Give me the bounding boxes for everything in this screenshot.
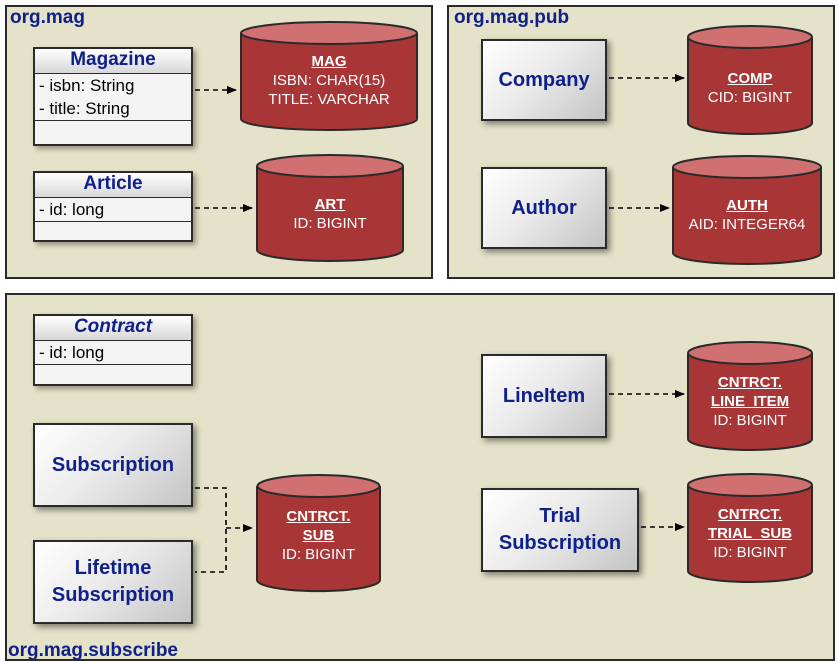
cylinder-shape [687,25,813,135]
cylinder-text: COMP CID: BIGINT [686,69,814,107]
attribute-id: - id: long [39,200,105,219]
class-attributes-magazine: - isbn: String - title: String [35,74,191,121]
package-label-org-mag: org.mag [10,7,85,28]
cylinder-text: CNTRCT. LINE_ITEM ID: BIGINT [686,373,814,430]
table-art: ART ID: BIGINT [255,153,405,263]
entity-label-lineitem: LineItem [502,384,586,407]
table-name: CNTRCT. [717,374,783,391]
table-name: CNTRCT. [286,508,351,525]
class-operations-contract [35,365,191,384]
entity-author: Author [481,167,607,249]
table-column: ID: BIGINT [293,215,367,232]
entity-label-line: Lifetime [74,557,152,579]
table-column: AID: INTEGER64 [688,216,806,233]
attribute-isbn: - isbn: String [39,76,135,95]
table-name: CNTRCT. [717,506,783,523]
class-contract: Contract - id: long [33,314,193,386]
entity-label-company: Company [498,68,590,91]
table-cntrct-trial-sub: CNTRCT. TRIAL_SUB ID: BIGINT [686,472,814,584]
class-name-contract: Contract [35,316,191,341]
attribute-id: - id: long [39,343,105,362]
package-label-org-mag-subscribe: org.mag.subscribe [8,640,178,661]
table-name: LINE_ITEM [710,393,790,410]
cylinder-text: CNTRCT. SUB ID: BIGINT [255,507,382,564]
entity-label-trial-subscription: Trial Subscription [499,503,621,557]
cylinder-shape [256,474,381,593]
entity-label-line: Trial [539,505,581,527]
table-column: ID: BIGINT [281,546,356,563]
cylinder-shape [687,473,813,583]
table-cntrct-sub: CNTRCT. SUB ID: BIGINT [255,473,382,593]
entity-trial-subscription: Trial Subscription [481,488,639,572]
table-name: SUB [302,527,335,544]
class-name-article: Article [35,173,191,198]
entity-label-author: Author [511,196,577,219]
entity-label-line: Subscription [498,532,622,554]
table-name: ART [314,196,346,213]
table-name: TRIAL_SUB [707,525,793,542]
table-name: AUTH [726,197,768,214]
class-operations-article [35,222,191,240]
cylinder-shape [256,154,404,262]
table-column: ID: BIGINT [713,544,787,561]
table-column: CID: BIGINT [707,89,793,106]
class-name-magazine: Magazine [35,49,191,74]
cylinder-shape [672,155,822,265]
cylinder-text: MAG ISBN: CHAR(15) TITLE: VARCHAR [239,52,419,109]
class-article: Article - id: long [33,171,193,242]
cylinder-text: AUTH AID: INTEGER64 [671,196,823,234]
entity-label-subscription: Subscription [51,453,175,476]
table-name: COMP [727,70,773,87]
table-column: ID: BIGINT [713,412,787,429]
class-attributes-article: - id: long [35,198,191,222]
entity-label-lifetime-subscription: Lifetime Subscription [52,555,174,609]
cylinder-text: CNTRCT. TRIAL_SUB ID: BIGINT [686,505,814,562]
attribute-title: - title: String [39,99,130,118]
table-cntrct-line-item: CNTRCT. LINE_ITEM ID: BIGINT [686,340,814,452]
entity-subscription: Subscription [33,423,193,507]
cylinder-text: ART ID: BIGINT [255,195,405,233]
cylinder-shape [687,341,813,451]
package-label-org-mag-pub: org.mag.pub [454,7,570,28]
table-name: MAG [311,53,347,70]
table-mag: MAG ISBN: CHAR(15) TITLE: VARCHAR [239,20,419,132]
entity-company: Company [481,39,607,121]
table-column: ISBN: CHAR(15) [272,72,386,89]
entity-lifetime-subscription: Lifetime Subscription [33,540,193,624]
class-operations-magazine [35,121,191,144]
table-auth: AUTH AID: INTEGER64 [671,154,823,266]
entity-label-line: Subscription [51,584,175,606]
entity-lineitem: LineItem [481,354,607,438]
class-magazine: Magazine - isbn: String - title: String [33,47,193,146]
cylinder-shape [240,21,418,131]
class-attributes-contract: - id: long [35,341,191,365]
table-column: TITLE: VARCHAR [268,91,390,108]
table-comp: COMP CID: BIGINT [686,24,814,136]
